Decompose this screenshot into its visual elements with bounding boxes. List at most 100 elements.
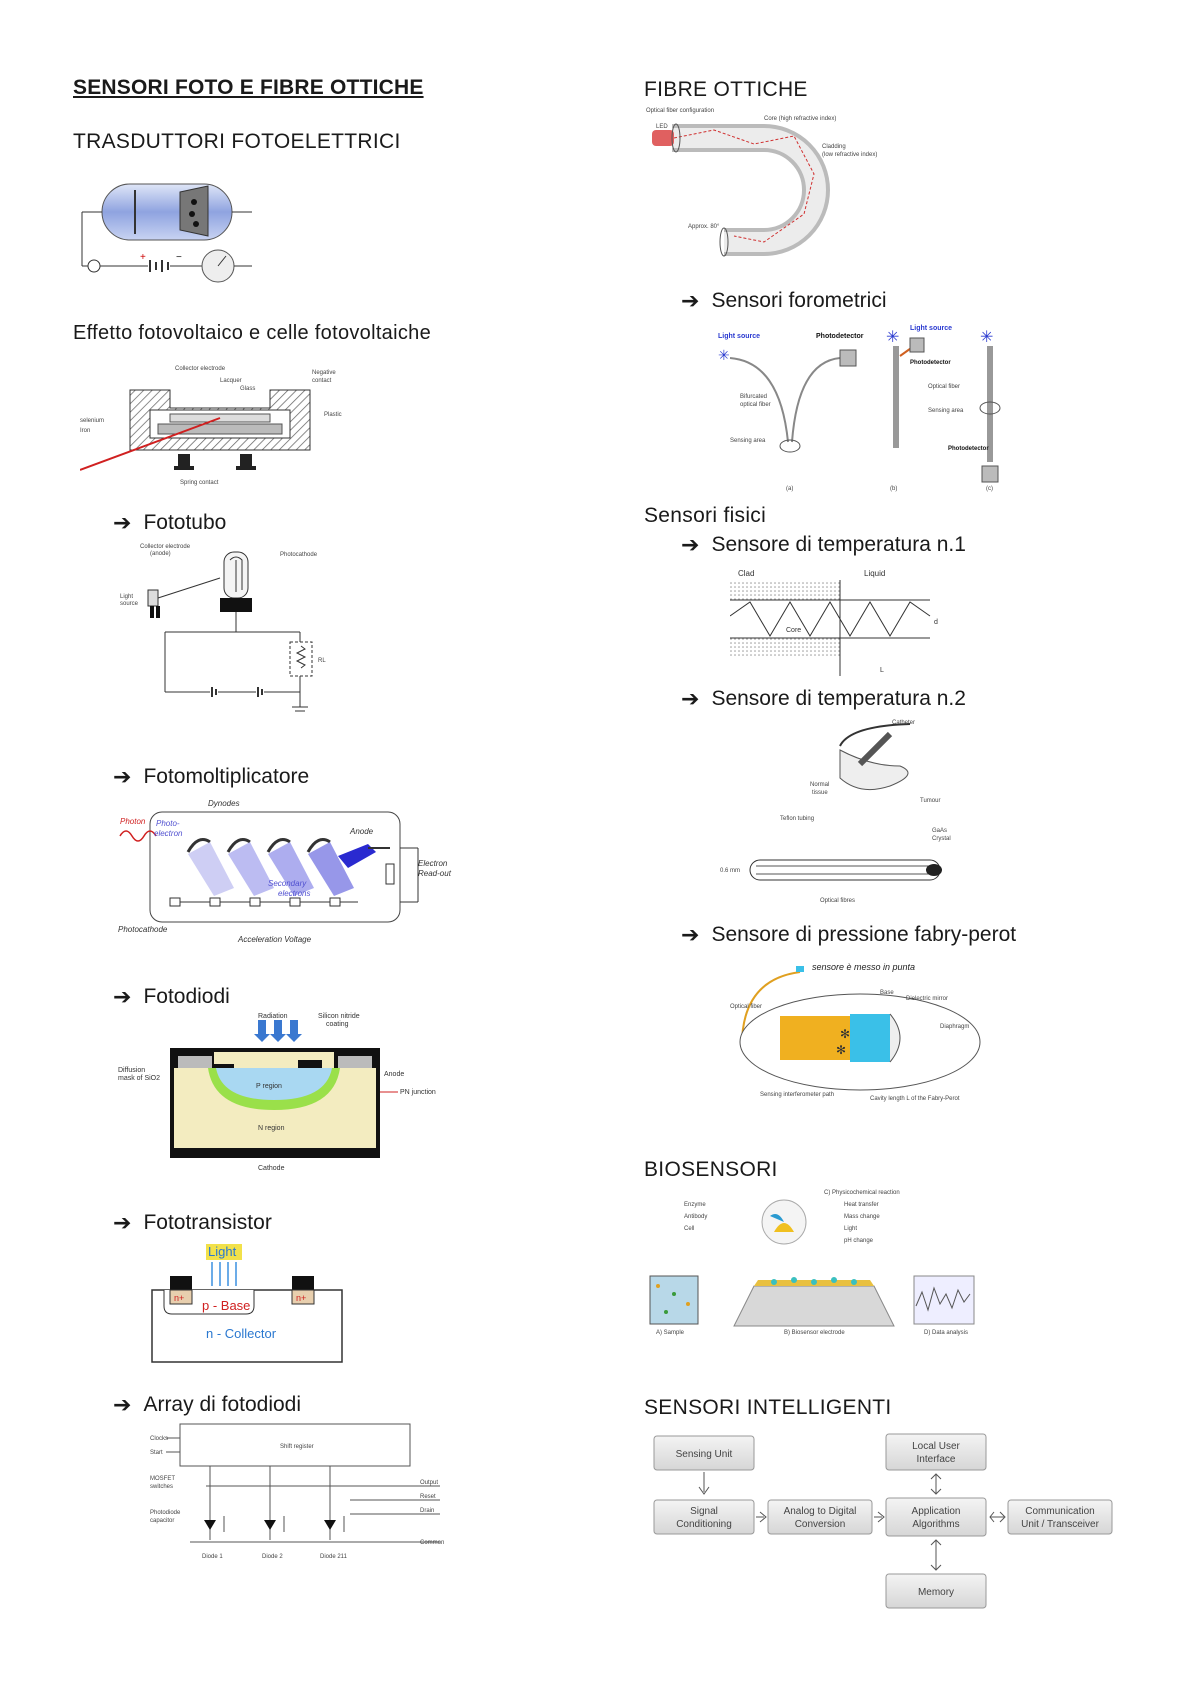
page-title: SENSORI FOTO E FIBRE OTTICHE	[73, 76, 424, 99]
svg-text:Clocks: Clocks	[150, 1436, 168, 1442]
section-trasduttori: TRASDUTTORI FOTOELETTRICI	[73, 130, 401, 153]
svg-text:Photodiode: Photodiode	[150, 1510, 181, 1516]
svg-text:contact: contact	[312, 378, 332, 384]
svg-text:Diode 2: Diode 2	[262, 1554, 283, 1560]
section-fibre-ottiche: FIBRE OTTICHE	[644, 78, 808, 101]
svg-text:Optical fiber: Optical fiber	[730, 1004, 762, 1010]
svg-text:✳: ✳	[718, 347, 730, 363]
svg-text:Sensing interferometer path: Sensing interferometer path	[760, 1092, 834, 1098]
svg-text:(anode): (anode)	[150, 551, 171, 557]
svg-text:electrons: electrons	[278, 889, 310, 898]
svg-text:B) Biosensor electrode: B) Biosensor electrode	[784, 1330, 845, 1336]
svg-text:Diffusion: Diffusion	[118, 1067, 145, 1074]
svg-text:Photodetector: Photodetector	[910, 360, 951, 366]
svg-text:MOSFET: MOSFET	[150, 1476, 175, 1482]
svg-text:Plastic: Plastic	[324, 412, 342, 418]
svg-text:Shift register: Shift register	[280, 1444, 314, 1450]
phototube-circuit-figure: +−	[80, 178, 260, 298]
svg-text:(b): (b)	[890, 486, 897, 492]
svg-text:source: source	[120, 601, 139, 607]
item-fotodiodi: ➔ Fotodiodi	[113, 984, 230, 1010]
svg-text:Common: Common	[420, 1540, 444, 1546]
svg-text:✻: ✻	[836, 1043, 846, 1057]
svg-text:capacitor: capacitor	[150, 1518, 174, 1524]
svg-text:Teflon tubing: Teflon tubing	[780, 816, 814, 822]
arrow-icon: ➔	[113, 764, 132, 789]
svg-text:PN junction: PN junction	[400, 1089, 436, 1096]
svg-text:Core (high refractive index): Core (high refractive index)	[764, 116, 836, 122]
svg-text:Application: Application	[912, 1506, 961, 1517]
svg-text:Diaphragm: Diaphragm	[940, 1024, 969, 1030]
svg-text:Secondary: Secondary	[268, 879, 307, 888]
svg-text:Drain: Drain	[420, 1508, 434, 1514]
local-user-interface-box: Local User Interface	[885, 1433, 987, 1471]
item-fotomoltiplicatore: ➔ Fotomoltiplicatore	[113, 764, 309, 790]
section-sensori-fisici: Sensori fisici	[644, 504, 767, 527]
svg-text:Mass change: Mass change	[844, 1214, 880, 1220]
svg-text:d: d	[934, 619, 938, 626]
memory-box: Memory	[885, 1573, 987, 1609]
light-label: Light	[208, 1244, 237, 1259]
svg-text:+: +	[140, 252, 146, 263]
optical-fiber-figure: Optical fiber configuration Core (high r…	[644, 104, 884, 264]
svg-text:selenium: selenium	[80, 418, 104, 424]
item-temp2: ➔ Sensore di temperatura n.2	[681, 686, 966, 712]
svg-text:Optical fiber configuration: Optical fiber configuration	[646, 108, 714, 114]
svg-text:Diode 211: Diode 211	[320, 1554, 348, 1560]
item-label: Fototubo	[143, 511, 227, 534]
svg-text:Unit / Transceiver: Unit / Transceiver	[1021, 1519, 1099, 1530]
svg-text:Tumour: Tumour	[920, 798, 940, 804]
svg-text:Clad: Clad	[738, 569, 754, 578]
svg-text:Photodetector: Photodetector	[816, 333, 864, 340]
svg-text:Signal: Signal	[690, 1506, 718, 1517]
photomultiplier-figure: Dynodes Photon Photo- electron Anode Ele…	[118, 796, 468, 946]
arrow-icon: ➔	[113, 1392, 132, 1417]
communication-unit-box: Communication Unit / Transceiver	[1007, 1499, 1113, 1535]
item-array-fotodiodi: ➔ Array di fotodiodi	[113, 1392, 301, 1418]
svg-text:Analog to Digital: Analog to Digital	[784, 1506, 857, 1517]
item-label: Array di fotodiodi	[143, 1393, 302, 1416]
item-pressione: ➔ Sensore di pressione fabry-perot	[681, 922, 1016, 948]
svg-text:(low refractive index): (low refractive index)	[822, 152, 877, 158]
application-algorithms-box: Application Algorithms	[885, 1497, 987, 1537]
svg-text:RL: RL	[318, 658, 326, 664]
svg-text:Crystal: Crystal	[932, 836, 951, 842]
svg-text:Antibody: Antibody	[684, 1214, 707, 1220]
svg-text:Cathode: Cathode	[258, 1165, 285, 1172]
photodiode-figure: Radiation Silicon nitride coating Diffus…	[118, 1012, 468, 1172]
svg-text:✻: ✻	[840, 1027, 850, 1041]
svg-text:Electron: Electron	[418, 859, 448, 868]
svg-text:D) Data analysis: D) Data analysis	[924, 1330, 968, 1336]
adc-box: Analog to Digital Conversion	[767, 1499, 873, 1535]
svg-text:Spring contact: Spring contact	[180, 480, 219, 486]
svg-text:Read-out: Read-out	[418, 869, 452, 878]
svg-text:Optical fiber: Optical fiber	[928, 384, 960, 390]
item-label: Sensore di pressione fabry-perot	[711, 923, 1017, 946]
svg-text:mask of SiO2: mask of SiO2	[118, 1075, 160, 1082]
arrow-icon: ➔	[681, 922, 700, 947]
item-fototubo: ➔ Fototubo	[113, 510, 226, 536]
arrow-icon: ➔	[113, 1210, 132, 1235]
svg-text:Photodetector: Photodetector	[948, 446, 989, 452]
arrow-icon: ➔	[681, 288, 700, 313]
item-forometrici: ➔ Sensori forometrici	[681, 288, 887, 314]
svg-text:(c): (c)	[986, 486, 993, 492]
svg-text:Conditioning: Conditioning	[676, 1519, 732, 1530]
svg-text:Silicon nitride: Silicon nitride	[318, 1013, 360, 1020]
svg-text:Cladding: Cladding	[822, 144, 846, 150]
item-fototransistor: ➔ Fototransistor	[113, 1210, 272, 1236]
svg-text:Heat transfer: Heat transfer	[844, 1202, 879, 1208]
arrow-icon: ➔	[681, 686, 700, 711]
item-label: Sensore di temperatura n.2	[711, 687, 966, 710]
svg-text:LED: LED	[656, 124, 668, 130]
forometrici-figure: ✳ ✳ ✳ Light source Photodetector Light s…	[710, 322, 1030, 494]
svg-text:Catheter: Catheter	[892, 720, 915, 726]
arrow-icon: ➔	[681, 532, 700, 557]
svg-text:electron: electron	[154, 829, 183, 838]
svg-text:tissue: tissue	[812, 790, 828, 796]
svg-text:Local User: Local User	[912, 1441, 960, 1452]
sensing-unit-box: Sensing Unit	[653, 1435, 755, 1471]
svg-text:Optical fibres: Optical fibres	[820, 898, 855, 904]
section-fotovoltaico: Effetto fotovoltaico e celle fotovoltaic…	[73, 322, 431, 344]
